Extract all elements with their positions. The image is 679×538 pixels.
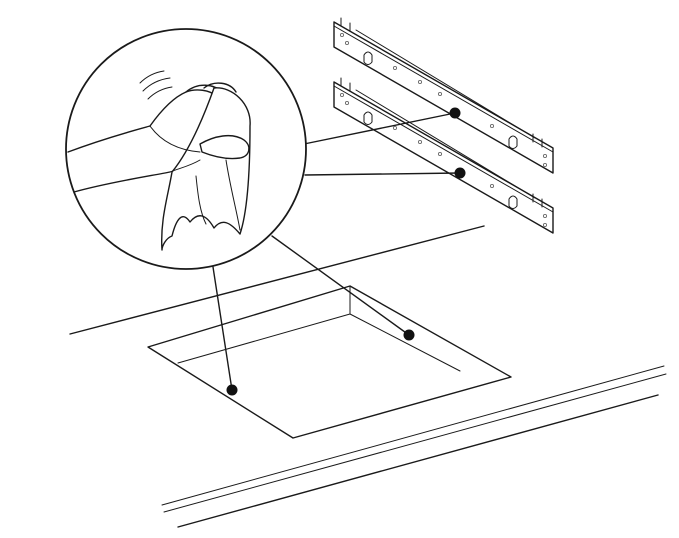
callout-dots bbox=[226, 107, 466, 396]
leader-to-bracket-upper bbox=[303, 112, 456, 145]
detail-magnifier bbox=[65, 28, 307, 270]
bracket-upper-keyhole-right bbox=[508, 135, 518, 149]
bracket-hole bbox=[437, 151, 443, 157]
bracket-lower-groove bbox=[355, 89, 536, 199]
bracket-hole bbox=[542, 213, 548, 219]
bracket-lower-body bbox=[333, 81, 554, 234]
leader-to-bracket-lower bbox=[304, 172, 461, 176]
motion-stroke bbox=[142, 77, 171, 92]
wrist-line bbox=[169, 159, 201, 173]
bracket-lower-keyhole-right bbox=[508, 195, 518, 209]
bracket-hole bbox=[417, 79, 423, 85]
countertop-front-edge-bottom bbox=[177, 394, 659, 528]
bracket-hole bbox=[339, 92, 345, 98]
bracket-hole bbox=[417, 139, 423, 145]
callout-dot-icon bbox=[449, 107, 461, 119]
callout-dot-icon bbox=[226, 384, 238, 396]
knuckle-2 bbox=[203, 82, 237, 93]
bracket-hole bbox=[339, 32, 345, 38]
countertop-cutout-icon bbox=[147, 285, 512, 439]
cutout-outline bbox=[147, 285, 512, 439]
bracket-upper-groove bbox=[355, 29, 536, 139]
bracket-hole bbox=[542, 153, 548, 159]
motion-stroke bbox=[147, 86, 173, 100]
bracket-upper-body bbox=[333, 21, 554, 174]
thumb bbox=[199, 134, 250, 160]
bracket-hole bbox=[542, 162, 548, 168]
cloth bbox=[160, 87, 251, 251]
countertop bbox=[69, 225, 667, 528]
countertop-front-edge-top bbox=[161, 365, 665, 506]
bracket-hole bbox=[344, 100, 350, 106]
mounting-bracket-icon bbox=[333, 17, 554, 174]
leader-to-cutout-right bbox=[271, 235, 410, 336]
bracket-hole bbox=[392, 65, 398, 71]
cloth-fold bbox=[225, 159, 241, 231]
motion-stroke bbox=[139, 70, 165, 84]
forearm-bottom bbox=[73, 171, 171, 193]
mounting-bracket-upper bbox=[333, 17, 554, 174]
bracket-lower-keyhole-left bbox=[363, 111, 373, 125]
palm-line bbox=[149, 125, 201, 153]
mounting-bracket-lower bbox=[333, 77, 554, 234]
bracket-hole bbox=[489, 183, 495, 189]
callout-dot-icon bbox=[454, 167, 466, 179]
bracket-hole bbox=[542, 222, 548, 228]
magnifier-circle bbox=[65, 28, 307, 270]
mounting-bracket-icon bbox=[333, 77, 554, 234]
cloth-fold bbox=[195, 175, 207, 225]
bracket-hole bbox=[437, 91, 443, 97]
countertop-front-edge-lower bbox=[163, 373, 667, 513]
countertop-back-edge bbox=[69, 225, 485, 335]
bracket-hole bbox=[392, 125, 398, 131]
callout-leaders bbox=[212, 112, 461, 391]
bracket-hole bbox=[344, 40, 350, 46]
bracket-upper-flange bbox=[333, 25, 554, 153]
callout-dot-icon bbox=[403, 329, 415, 341]
bracket-lower-flange bbox=[333, 85, 554, 213]
forearm-top bbox=[67, 125, 151, 153]
bracket-hole bbox=[489, 123, 495, 129]
leader-to-cutout-left bbox=[212, 266, 233, 391]
hand-wiping-cloth-icon bbox=[67, 70, 251, 251]
bracket-upper-keyhole-left bbox=[363, 51, 373, 65]
